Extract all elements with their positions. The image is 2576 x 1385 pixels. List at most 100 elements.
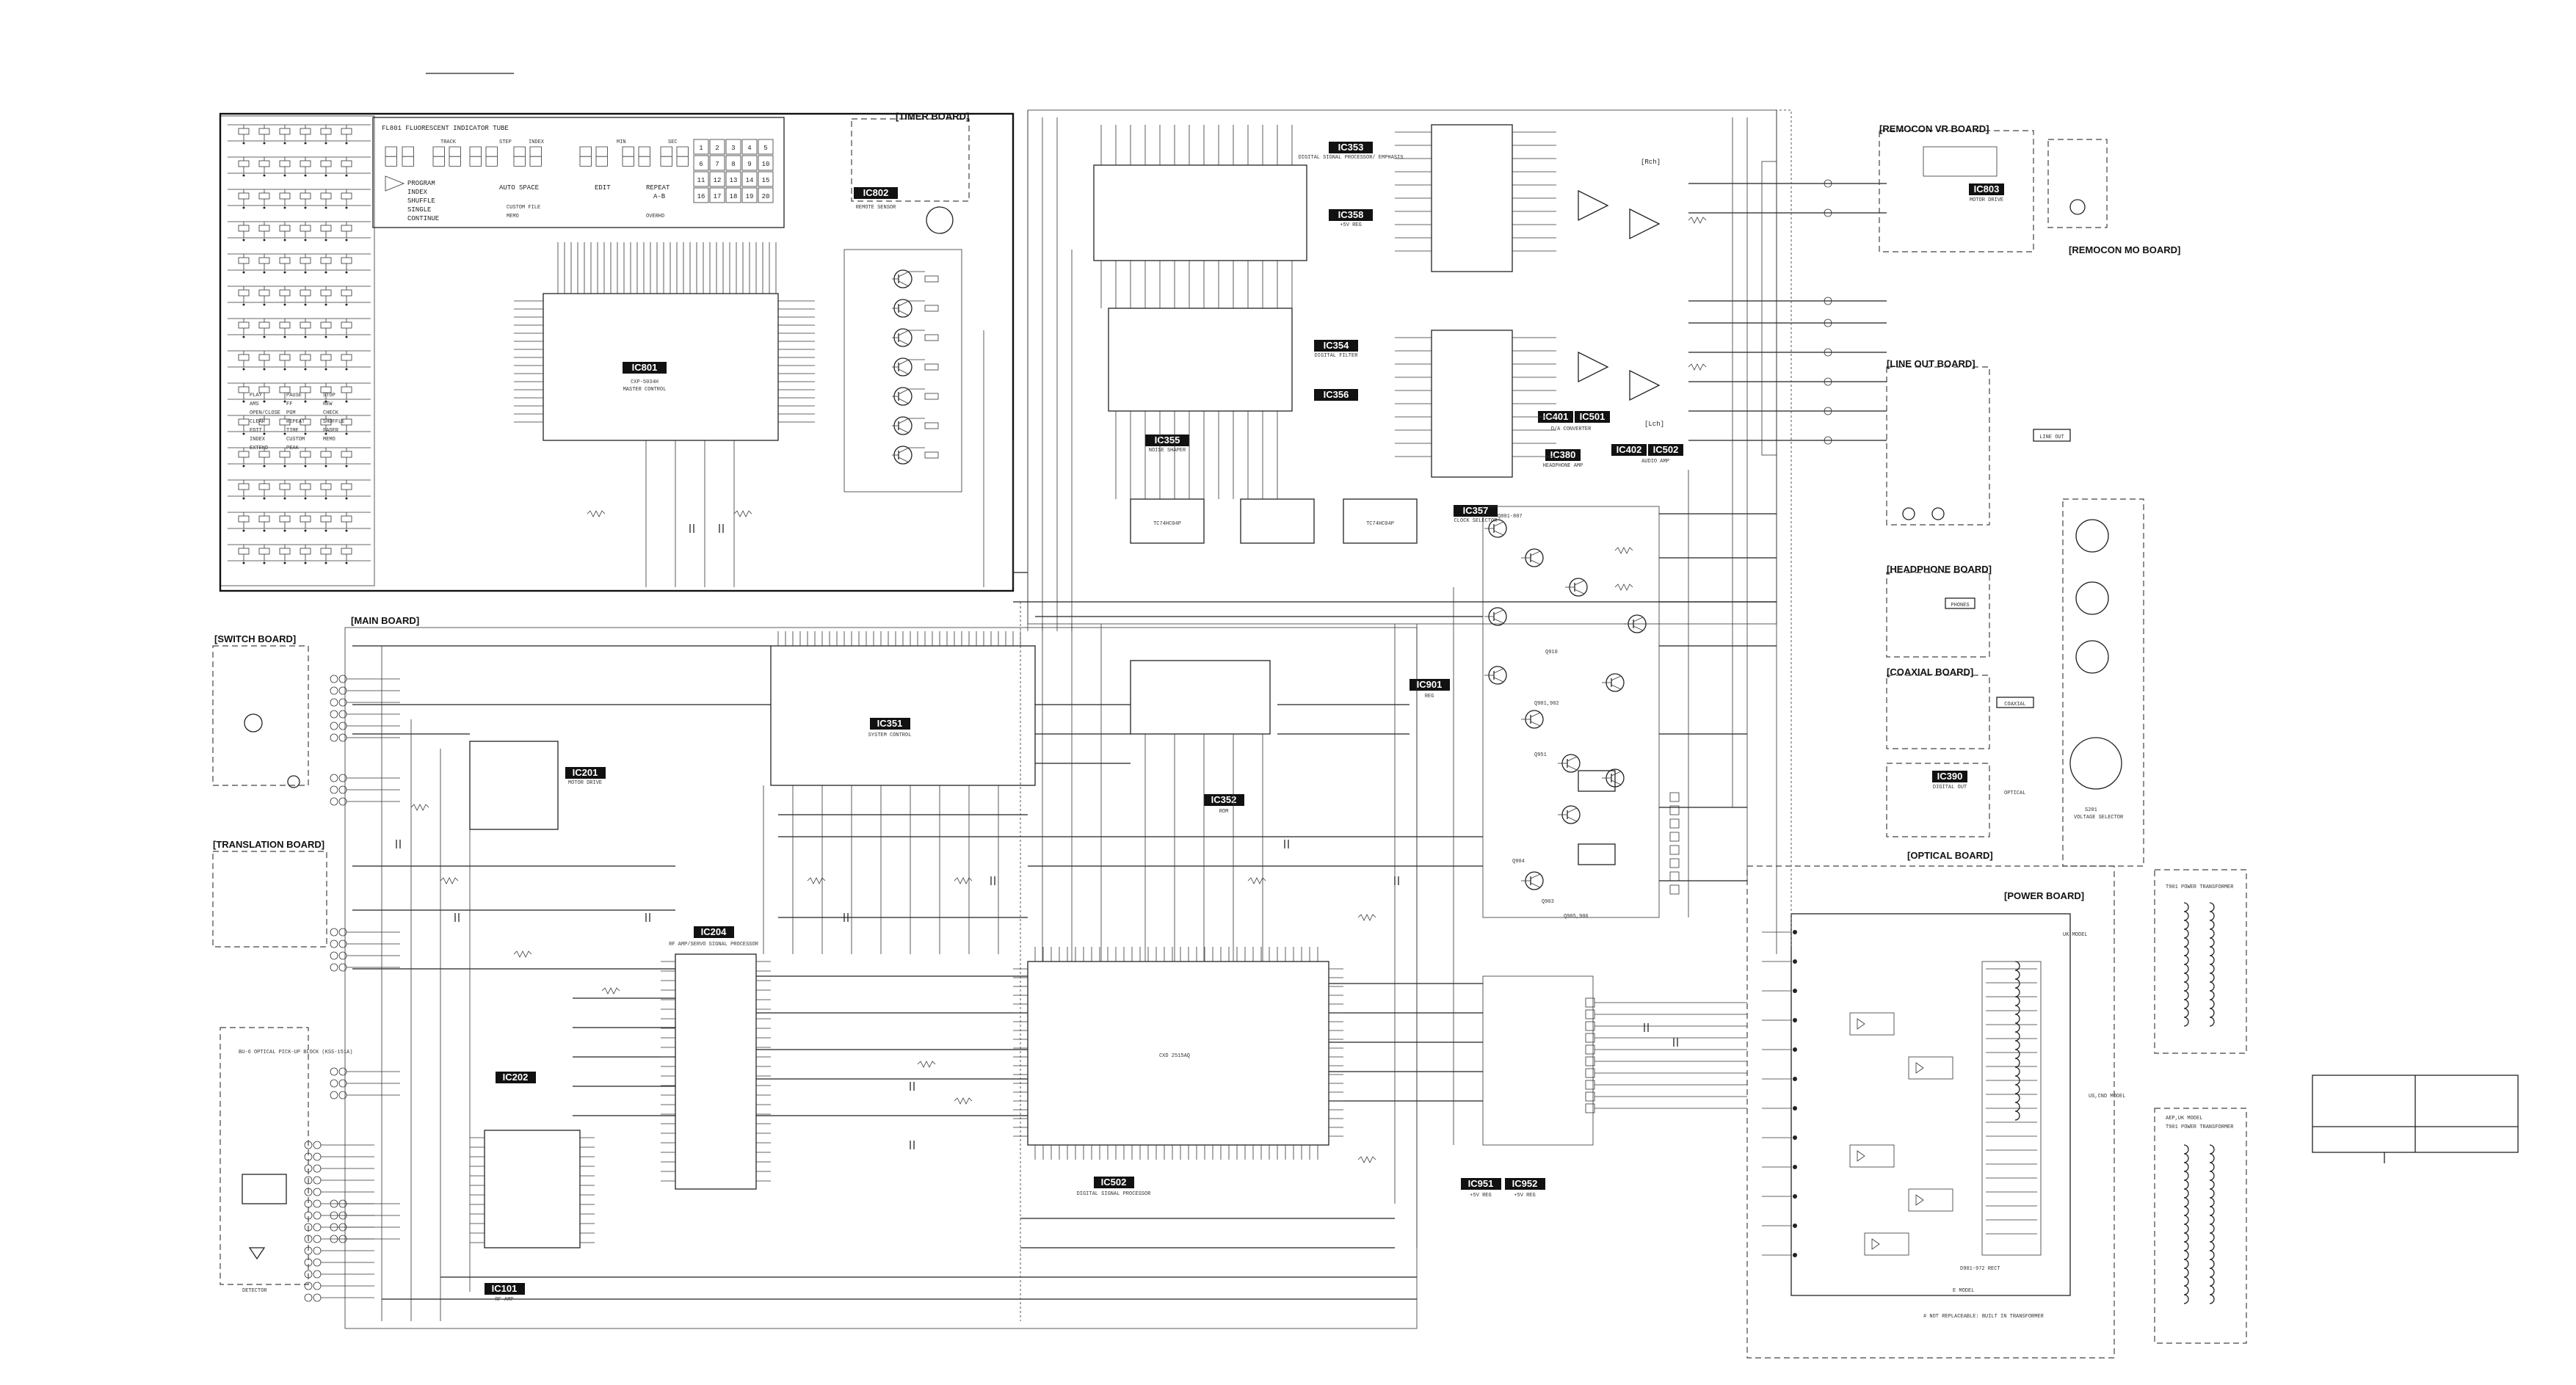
calendar-cell: 1 [699,145,703,152]
ic356-label: IC356 [1324,389,1349,400]
panel-button-label: STOP [323,393,335,399]
optical-title: [OPTICAL BOARD] [1907,850,1993,861]
headphone-board: [HEADPHONE BOARD] PHONES [1886,564,1992,658]
panel-button-label: AMS [250,401,259,407]
panel-button-label: OPEN/CLOSE [250,410,280,416]
calendar-cell: 10 [762,161,770,168]
panel-button-label: FADER [323,428,339,434]
panel-button-label: PAUSE [286,393,302,399]
calendar-cell: 8 [731,161,735,168]
calendar-cell: 17 [714,193,722,200]
panel-button-label: SHUFFLE [323,419,344,425]
ic101-label: IC101 [492,1283,518,1294]
coaxial-title: [COAXIAL BOARD] [1887,666,1973,677]
panel-button-label: MEMO [323,437,335,443]
legend-box [2312,1075,2519,1163]
optical-pickup: BU-6 OPTICAL PICK-UP BLOCK (KSS-151A) DE… [219,1027,352,1294]
calendar-cell: 6 [699,161,703,168]
aep-uk-note: AEP,UK MODEL [2166,1116,2202,1122]
ic951-desc: +5V REG [1470,1193,1491,1199]
fl-mode-continue: CONTINUE [407,215,439,222]
e-model-note: E MODEL [1953,1288,1974,1294]
transformers: T901 POWER TRANSFORMER AEP,UK MODEL T901… [2014,869,2247,1344]
fl-step: STEP [499,139,512,145]
panel-button-label: EDIT [250,428,262,434]
remocon-mo-title: [REMOCON MO BOARD] [2069,244,2180,255]
ic204-desc: RF AMP/SERVO SIGNAL PROCESSOR [669,942,759,948]
ic357-desc: CLOCK SELECTOR [1454,518,1498,524]
not-replaceable-note: # NOT REPLACEABLE: BUILT IN TRANSFORMER [1923,1314,2045,1320]
transistor-label: Q901,902 [1534,701,1559,707]
panel-button-label: TIME [286,428,299,434]
round-connectors: S201 VOLTAGE SELECTOR [2062,498,2144,867]
ic803-label: IC803 [1974,183,2000,195]
ic803-desc: MOTOR DRIVE [1970,197,2003,203]
ic801-block: IC801 CXP-5034H MASTER CONTROL [514,242,815,441]
ic357-label: IC357 [1463,505,1489,516]
ic355-label: IC355 [1155,435,1180,446]
us-cnd-note: US,CND MODEL [2089,1094,2125,1099]
ic202-label: IC202 [503,1072,529,1083]
panel-button-label: CUSTOM [286,437,305,443]
calendar-cell: 18 [730,193,738,200]
calendar-cell: 12 [714,177,722,184]
fl-min: MIN [617,139,626,145]
switch-board-title: [SWITCH BOARD] [214,633,296,644]
ic353-label: IC353 [1338,142,1364,153]
ic352-label: IC352 [1211,794,1237,805]
fl-auto-space: AUTO SPACE [499,184,539,192]
ic801-label: IC801 [632,362,658,373]
calendar-cell: 3 [731,145,735,152]
calendar-cell: 20 [762,193,770,200]
ic502-label: IC502 [1653,444,1679,455]
ic351-desc: SYSTEM CONTROL [868,733,912,738]
voltage-selector-label: VOLTAGE SELECTOR [2074,815,2124,821]
panel-button-label: EXTEND [250,446,268,451]
transistor-label: Q903 [1542,899,1554,905]
fl-sec: SEC [668,139,678,145]
panel-button-label: PEAK [286,446,300,451]
s201-label: S201 [2085,807,2097,813]
timer-board: [TIMER BOARD] IC802 REMOTE SENSOR [851,111,970,234]
remocon-vr-board: [REMOCON VR BOARD] IC803 MOTOR DRIVE [1879,123,2034,252]
fl-memo: MEMO [507,214,519,219]
ic501-desc: D/A CONVERTER [1551,426,1592,432]
front-panel-frame [219,112,1015,592]
remocon-vr-title: [REMOCON VR BOARD] [1879,123,1989,134]
switch-board: [SWITCH BOARD] [212,633,309,788]
panel-button-label: CLEAR [250,419,266,425]
ic351-label: IC351 [877,718,903,729]
rch-label: [Rch] [1641,159,1661,166]
fl-tube-title: FL801 FLUORESCENT INDICATOR TUBE [382,125,509,132]
ic357-part: TC74HC04P [1366,521,1394,527]
headphone-title: [HEADPHONE BOARD] [1887,564,1992,575]
phones-jack: PHONES [1951,603,1969,608]
calendar-cell: 15 [762,177,770,184]
ic390-label: IC390 [1937,771,1963,782]
ic354-desc: DIGITAL FILTER [1315,353,1359,359]
rect-note: D901-972 RECT [1960,1266,2000,1272]
translation-board: [TRANSLATION BOARD] [212,839,327,948]
transistor-label: Q905,906 [1564,914,1589,920]
translation-board-title: [TRANSLATION BOARD] [213,839,324,850]
ic201-label: IC201 [573,767,598,778]
ic502-dsp-part: CXD 2515AQ [1159,1053,1190,1059]
calendar-cell: 5 [763,145,767,152]
panel-button-label: REW [323,401,333,407]
ic901-label: IC901 [1417,679,1443,690]
ic358-desc: +5V REG [1340,222,1361,228]
ic201-desc: MOTOR DRIVE [568,780,602,786]
transformer-1-label: T901 POWER TRANSFORMER [2166,884,2234,890]
fl-index-label: INDEX [529,139,545,145]
panel-button-label: PGM [286,410,296,416]
coaxial-board: [COAXIAL BOARD] COAXIAL [1886,666,2034,749]
wiring-net [352,109,1792,1321]
ic502-dsp-label: IC502 [1101,1177,1127,1188]
ic502-desc: AUDIO AMP [1641,459,1669,465]
fl-mode-shuffle: SHUFFLE [407,197,435,205]
calendar-cell: 13 [730,177,738,184]
ic802-desc: REMOTE SENSOR [856,205,896,211]
detector-label: DETECTOR [242,1288,267,1294]
calendar-cell: 11 [697,177,705,184]
